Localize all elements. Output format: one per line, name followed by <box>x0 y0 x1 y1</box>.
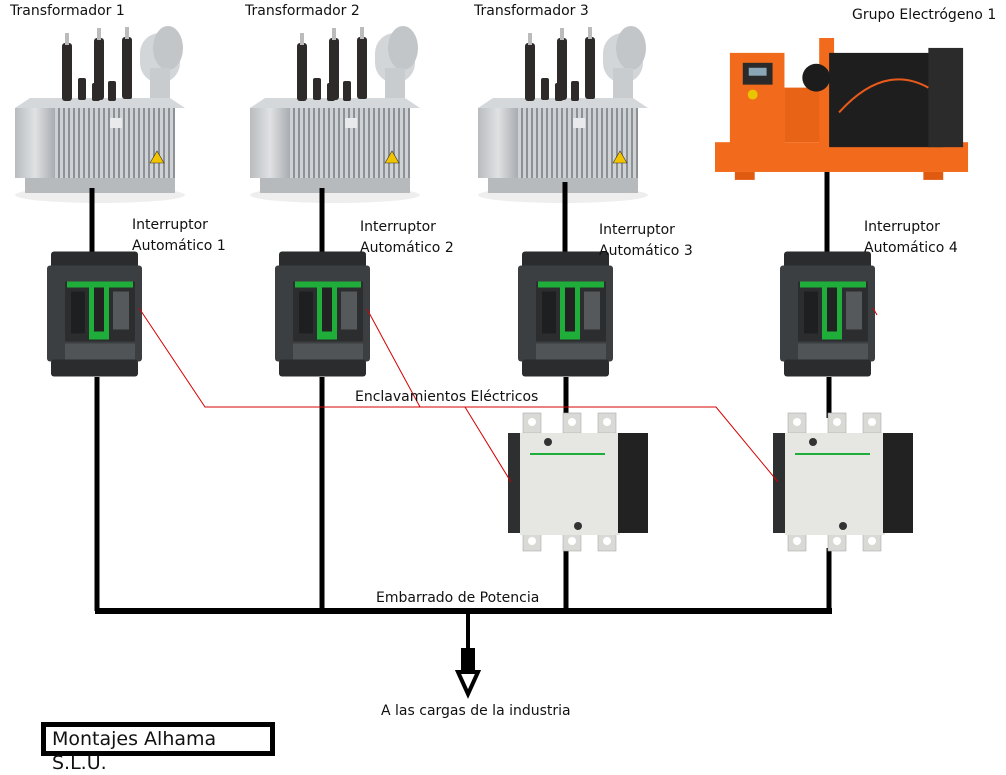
generator-label: Grupo Electrógeno 1 <box>852 7 997 23</box>
load-arrow-icon <box>454 670 482 699</box>
transformer-2-image <box>249 25 421 204</box>
contactor-1-image <box>508 412 648 552</box>
power-wires <box>94 377 832 611</box>
feeder-wires <box>89 172 830 256</box>
load-label: A las cargas de la industria <box>381 703 571 719</box>
breaker-2-image <box>275 251 370 377</box>
transformer-2-label: Transformador 2 <box>245 3 360 19</box>
company-name-box: Montajes Alhama S.L.U. <box>41 722 275 774</box>
load-arrow-stem <box>461 648 475 672</box>
generator-image <box>715 36 970 181</box>
transformer-3-label: Transformador 3 <box>474 3 589 19</box>
interlock-wires <box>138 307 878 483</box>
breaker-4-image <box>780 251 875 377</box>
transformer-1-image <box>14 25 186 204</box>
interlock-label: Enclavamientos Eléctricos <box>355 389 539 405</box>
breaker-1-image <box>47 251 142 377</box>
busbar-label: Embarrado de Potencia <box>376 590 540 606</box>
transformer-1-label: Transformador 1 <box>10 3 125 19</box>
breaker-3-image <box>518 251 613 377</box>
contactor-2-image <box>773 412 913 552</box>
transformer-3-image <box>477 25 649 204</box>
